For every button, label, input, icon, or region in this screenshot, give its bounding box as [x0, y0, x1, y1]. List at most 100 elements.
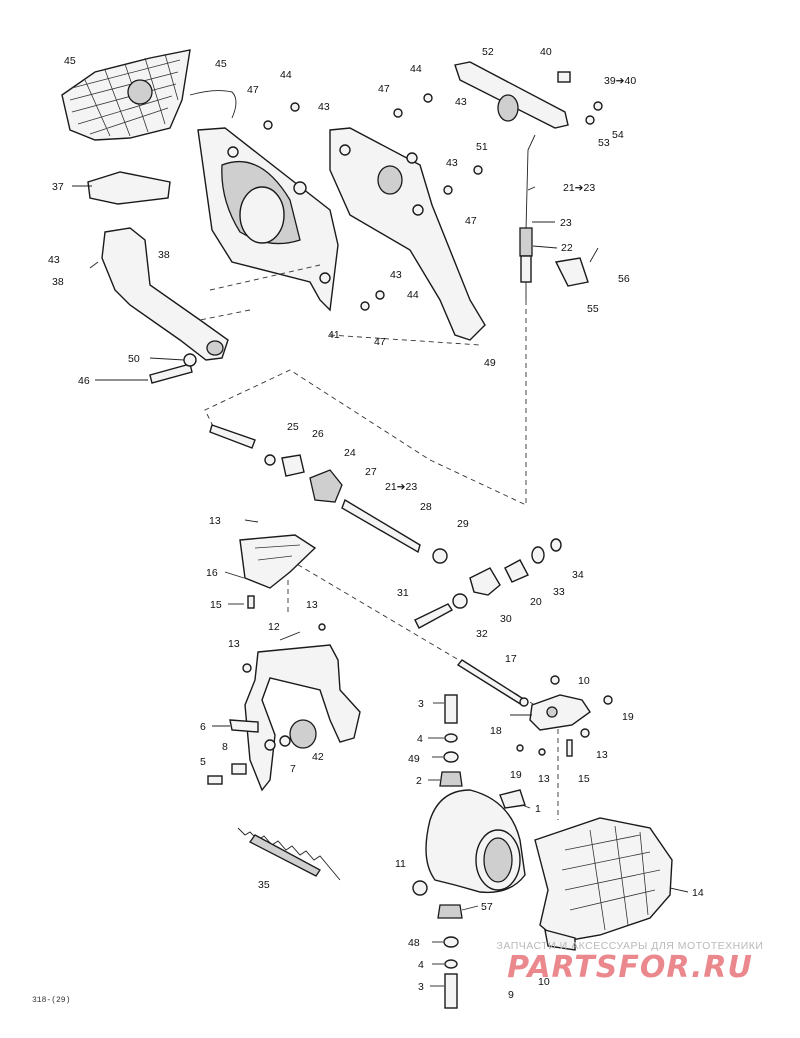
part-label: 15 — [578, 773, 590, 785]
radiator-grille-part — [61, 49, 237, 141]
part-label: 18 — [490, 725, 502, 737]
part-number-labels: 45 45 47 44 43 44 47 43 52 40 39➔40 54 5… — [48, 46, 704, 1001]
part-label: 47 — [378, 83, 390, 95]
part-label: 35 — [258, 879, 270, 891]
part-label: 13 — [228, 638, 240, 650]
part-label: 49 — [484, 357, 496, 369]
part-label: 4 — [418, 959, 424, 971]
mounting-bracket — [239, 519, 317, 609]
throttle-cable-upper — [519, 134, 599, 300]
leader-lines — [72, 185, 689, 987]
part-label: 12 — [268, 621, 280, 633]
part-label: 13 — [596, 749, 608, 761]
part-label: 43 — [446, 157, 458, 169]
airbox-cover — [534, 817, 673, 951]
throttle-lever-assembly — [454, 61, 603, 129]
part-label: 29 — [457, 518, 469, 530]
part-label: 20 — [530, 596, 542, 608]
pedal-pivot-bolt — [149, 353, 197, 384]
part-label: 45 — [64, 55, 76, 67]
watermark-logo: PARTSFOR.RU — [507, 950, 753, 985]
part-label: 5 — [200, 756, 206, 768]
part-label: 32 — [476, 628, 488, 640]
part-label: 44 — [407, 289, 419, 301]
part-label: 38 — [52, 276, 64, 288]
part-label: 53 — [598, 137, 610, 149]
part-label: 31 — [397, 587, 409, 599]
part-label: 54 — [612, 129, 624, 141]
pedal-bracket — [87, 171, 229, 361]
part-label: 43 — [318, 101, 330, 113]
fastener-stack-lower — [437, 904, 463, 1009]
part-label: 2 — [416, 775, 422, 787]
part-label: 46 — [78, 375, 90, 387]
carburetor-adapter — [412, 789, 526, 896]
part-label: 47 — [247, 84, 259, 96]
part-label: 50 — [128, 353, 140, 365]
part-label: 38 — [158, 249, 170, 261]
part-label: 19 — [622, 711, 634, 723]
part-label: 19 — [510, 769, 522, 781]
part-label: 7 — [290, 763, 296, 775]
return-spring — [237, 827, 341, 881]
part-label: 25 — [287, 421, 299, 433]
part-label: 55 — [587, 303, 599, 315]
part-label: 9 — [508, 989, 514, 1001]
lever-arm-frame — [207, 623, 361, 792]
shaft-assembly — [209, 424, 562, 629]
part-label: 51 — [476, 141, 488, 153]
part-label: 8 — [222, 741, 228, 753]
part-label: 30 — [500, 613, 512, 625]
part-label: 4 — [417, 733, 423, 745]
part-label: 47 — [465, 215, 477, 227]
part-label: 48 — [408, 937, 420, 949]
part-label: 39➔40 — [604, 75, 636, 87]
part-label: 42 — [312, 751, 324, 763]
part-label: 41 — [328, 329, 340, 341]
part-label: 23 — [560, 217, 572, 229]
part-label: 47 — [374, 336, 386, 348]
part-label: 3 — [418, 981, 424, 993]
part-label: 21➔23 — [563, 182, 595, 194]
part-label: 43 — [390, 269, 402, 281]
watermark: ЗАПЧАСТИ И АКСЕССУАРЫ ДЛЯ МОТОТЕХНИКИ PA… — [480, 940, 780, 985]
part-label: 16 — [206, 567, 218, 579]
part-label: 27 — [365, 466, 377, 478]
fastener-stack-upper — [439, 694, 463, 787]
part-label: 15 — [210, 599, 222, 611]
part-label: 45 — [215, 58, 227, 70]
part-label: 10 — [578, 675, 590, 687]
part-label: 1 — [535, 803, 541, 815]
part-label: 11 — [395, 858, 406, 870]
part-label: 10 — [538, 976, 550, 988]
part-label: 43 — [48, 254, 60, 266]
part-label: 26 — [312, 428, 324, 440]
part-label: 13 — [538, 773, 550, 785]
part-label: 17 — [505, 653, 517, 665]
fastener-hardware-top — [263, 93, 483, 311]
part-label: 52 — [482, 46, 494, 58]
part-label: 44 — [280, 69, 292, 81]
engine-support-plate — [197, 127, 339, 312]
part-label: 13 — [306, 599, 318, 611]
part-label: 6 — [200, 721, 206, 733]
part-label: 43 — [455, 96, 467, 108]
part-label: 14 — [692, 887, 704, 899]
figure-code: 318-(29) — [32, 996, 71, 1005]
part-label: 3 — [418, 698, 424, 710]
part-label: 21➔23 — [385, 481, 417, 493]
part-label: 44 — [410, 63, 422, 75]
part-label: 34 — [572, 569, 584, 581]
throttle-lever-bracket — [516, 675, 613, 757]
part-label: 28 — [420, 501, 432, 513]
part-label: 33 — [553, 586, 565, 598]
connecting-rod — [456, 659, 529, 707]
part-label: 56 — [618, 273, 630, 285]
part-label: 57 — [481, 901, 493, 913]
part-label: 22 — [561, 242, 573, 254]
watermark-caption: ЗАПЧАСТИ И АКСЕССУАРЫ ДЛЯ МОТОТЕХНИКИ — [496, 940, 764, 952]
part-label: 40 — [540, 46, 552, 58]
throttle-support-plate — [329, 127, 486, 341]
